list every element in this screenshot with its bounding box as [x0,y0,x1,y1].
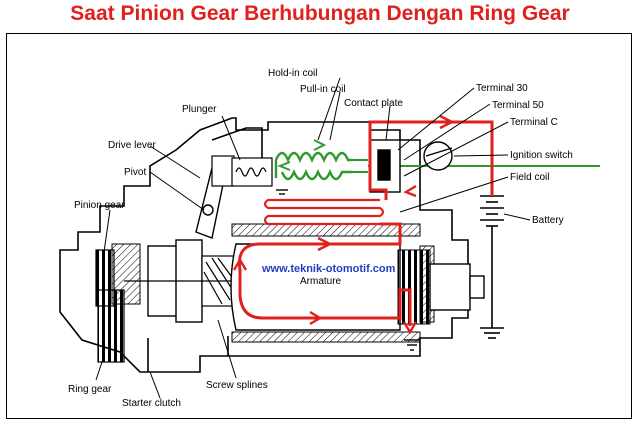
diagram-title: Saat Pinion Gear Berhubungan Dengan Ring… [70,2,570,25]
label-pinion-gear: Pinion gear [74,200,125,211]
label-drive-lever: Drive lever [108,140,156,151]
label-hold-in-coil: Hold-in coil [268,68,317,79]
label-starter-clutch: Starter clutch [122,398,181,409]
armature-body [230,243,485,331]
drive-lever [195,155,235,239]
ignition-switch [423,141,453,171]
labels: Hold-in coil Pull-in coil Plunger Contac… [68,68,573,409]
label-plunger: Plunger [182,104,217,115]
field-coil [263,198,385,226]
label-field-coil: Field coil [510,172,549,183]
screw-splines [124,255,240,307]
label-pull-in-coil: Pull-in coil [300,84,346,95]
plunger [231,157,273,187]
diagram-frame [6,33,632,419]
battery [480,195,504,339]
label-ignition-switch: Ignition switch [510,150,573,161]
label-contact-plate: Contact plate [344,98,403,109]
solenoid-coils [274,139,600,181]
contact-plate [369,139,401,193]
ring-gear [97,289,125,363]
label-screw-splines: Screw splines [206,380,268,391]
label-terminal-50: Terminal 50 [492,100,544,111]
label-armature: Armature [300,276,342,287]
label-battery: Battery [532,215,564,226]
label-terminal-c: Terminal C [510,117,558,128]
pivot-pin [202,204,214,216]
leader-lines [95,77,531,399]
label-terminal-30: Terminal 30 [476,83,528,94]
watermark-text: www.teknik-otomotif.com [261,263,396,275]
current-path [232,114,494,335]
label-ring-gear: Ring gear [68,384,112,395]
ground-symbols [276,189,420,351]
label-pivot: Pivot [124,167,146,178]
